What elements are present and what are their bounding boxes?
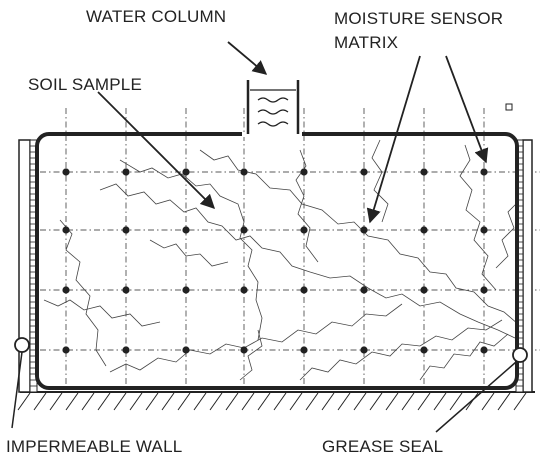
sensor-point [122, 226, 130, 234]
sensor-grid-lines [40, 108, 540, 386]
ground-hatch-line [65, 392, 79, 411]
sensor-point [420, 168, 428, 176]
moisture-sensor-label-line2: MATRIX [334, 33, 398, 52]
sensor-point [240, 346, 248, 354]
ground-hatch-line [401, 392, 415, 411]
sensor-point [182, 168, 190, 176]
ground-hatch-line [257, 392, 271, 411]
ground-hatch-line [209, 392, 223, 411]
sensor-point [300, 168, 308, 176]
ground-hatch-line [49, 392, 63, 411]
sensor-point [62, 226, 70, 234]
sensor-point [360, 226, 368, 234]
sensor-point [360, 346, 368, 354]
sensor-point [300, 286, 308, 294]
ground-hatch-line [433, 392, 447, 411]
ground-hatch-line [33, 392, 47, 411]
sensor-point [360, 286, 368, 294]
ground-hatch-line [481, 392, 495, 411]
ground-hatch-line [161, 392, 175, 411]
impermeable-wall-label: IMPERMEABLE WALL [6, 437, 182, 456]
ground-hatch-line [353, 392, 367, 411]
sensor-point [420, 346, 428, 354]
sensor-point [240, 286, 248, 294]
ground-hatch-line [145, 392, 159, 411]
corner-square-marker [505, 103, 513, 111]
sensor-point [480, 226, 488, 234]
sensor-point [182, 286, 190, 294]
ground-hatching [17, 391, 535, 411]
sensor-point [62, 286, 70, 294]
sensor-point [182, 346, 190, 354]
sensor-point [360, 168, 368, 176]
ground-hatch-line [289, 392, 303, 411]
sensor-point [182, 226, 190, 234]
sensor-matrix-leader-2 [445, 55, 489, 164]
ground-hatch-line [97, 392, 111, 411]
ground-hatch-line [17, 392, 31, 411]
left-grease-seal [14, 337, 30, 353]
water-column-leader [227, 41, 268, 75]
water-column-label: WATER COLUMN [86, 7, 226, 26]
ground-hatch-line [385, 392, 399, 411]
soil-sample-label: SOIL SAMPLE [28, 75, 142, 94]
sensor-point [300, 346, 308, 354]
sensor-point [62, 168, 70, 176]
sensor-point [420, 286, 428, 294]
grease-seal-leader [435, 361, 517, 433]
ground-hatch-line [321, 392, 335, 411]
sensor-point [240, 168, 248, 176]
sensor-point [122, 168, 130, 176]
sensor-point [122, 346, 130, 354]
sensor-point [420, 226, 428, 234]
ground-hatch-line [129, 392, 143, 411]
ground-hatch-line [465, 392, 479, 411]
sensor-point [480, 286, 488, 294]
grease-seal-label: GREASE SEAL [322, 437, 443, 456]
sensor-matrix-leader-1 [366, 55, 421, 224]
sensor-point [300, 226, 308, 234]
ground-hatch-line [225, 392, 239, 411]
ground-hatch-line [81, 392, 95, 411]
soil-sample-leader [97, 91, 216, 210]
ground-hatch-line [273, 392, 287, 411]
sensor-point [240, 226, 248, 234]
ground-hatch-line [241, 392, 255, 411]
impermeable-wall-leader [11, 351, 23, 429]
moisture-sensor-points [62, 168, 488, 354]
ground-hatch-line [337, 392, 351, 411]
ground-hatch-line [449, 392, 463, 411]
ground-hatch-line [113, 392, 127, 411]
ground-hatch-line [177, 392, 191, 411]
sensor-point [480, 168, 488, 176]
moisture-sensor-label-line1: MOISTURE SENSOR [334, 9, 503, 28]
soil-cracks [43, 139, 521, 381]
sensor-point [62, 346, 70, 354]
ground-hatch-line [513, 392, 527, 411]
ground-hatch-line [417, 392, 431, 411]
ground-hatch-line [369, 392, 383, 411]
ground-hatch-line [305, 392, 319, 411]
water-column-tube [242, 80, 302, 137]
ground-hatch-line [193, 392, 207, 411]
sensor-point [480, 346, 488, 354]
ground-hatch-line [497, 392, 511, 411]
sensor-point [122, 286, 130, 294]
right-grease-seal [512, 347, 528, 363]
